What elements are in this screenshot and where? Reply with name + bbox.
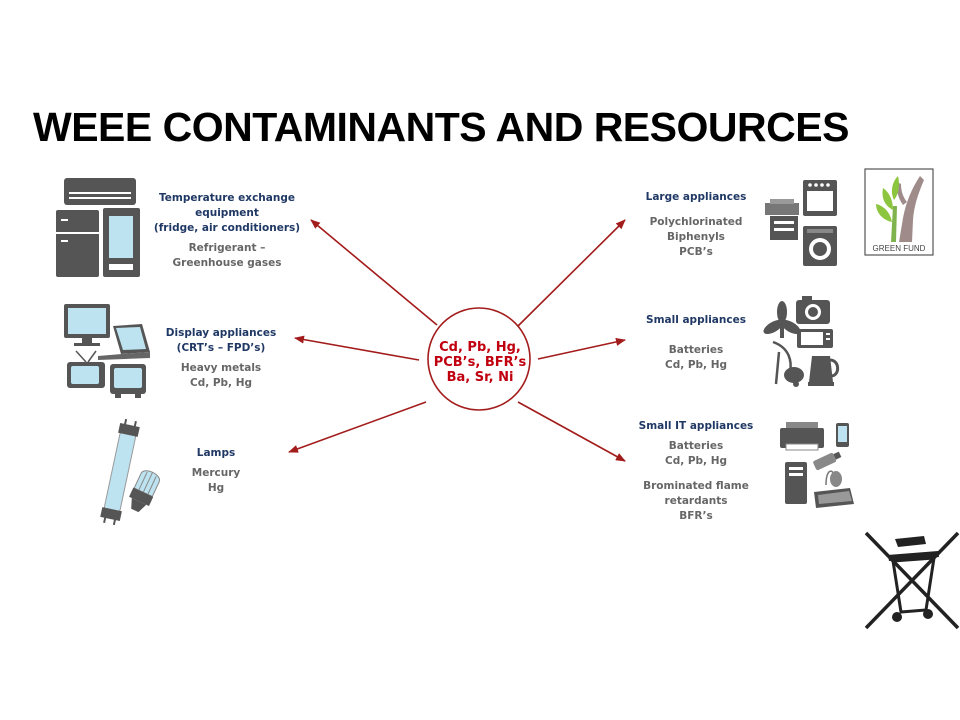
- category-heading: (fridge, air conditioners): [153, 222, 301, 234]
- category-detail: Hg: [207, 482, 225, 494]
- category-display: Display appliances (CRT’s – FPD’s) Heavy…: [157, 326, 285, 391]
- category-heading: equipment: [195, 207, 259, 219]
- logo-label: GREEN FUND: [872, 244, 926, 253]
- category-lamps: Lamps Mercury Hg: [176, 446, 256, 496]
- category-detail: Refrigerant –: [188, 242, 266, 254]
- category-detail: retardants: [664, 495, 728, 507]
- page-title: WEEE CONTAMINANTS AND RESOURCES: [33, 104, 849, 150]
- washing-machine-icon: [803, 226, 837, 266]
- arrow-display: [294, 335, 420, 361]
- microwave-icon: [797, 329, 833, 348]
- center-line: Ba, Sr, Ni: [446, 370, 514, 385]
- cfl-bulb-icon: [129, 470, 160, 513]
- air-conditioner-icon: [64, 178, 136, 205]
- crossed-bin-icon: [864, 531, 960, 630]
- category-smallit: Small IT appliances Batteries Cd, Pb, Hg…: [631, 419, 761, 524]
- crt-tv-icon: [67, 350, 146, 398]
- arrow-smallit: [517, 401, 626, 462]
- category-detail: Cd, Pb, Hg: [664, 359, 728, 371]
- camera-icon: [796, 296, 830, 324]
- oven-icon: [803, 180, 837, 216]
- tree-logo-icon: [864, 168, 934, 256]
- category-detail: Biphenyls: [667, 231, 725, 243]
- vending-machine-icon: [103, 208, 140, 277]
- kettle-icon: [808, 356, 840, 386]
- computer-tower-icon: [785, 462, 807, 504]
- category-heading: (CRT’s – FPD’s): [176, 342, 266, 354]
- fluorescent-tube-icon: [100, 418, 140, 526]
- category-heading: Small IT appliances: [638, 420, 754, 432]
- laptop-icon: [98, 324, 150, 360]
- category-detail: Greenhouse gases: [172, 257, 282, 269]
- center-contaminants: Cd, Pb, Hg, PCB’s, BFR’s Ba, Sr, Ni: [424, 340, 536, 385]
- category-heading: Lamps: [196, 447, 236, 459]
- arrow-lamps: [288, 401, 427, 453]
- center-line: Cd, Pb, Hg,: [439, 340, 521, 355]
- category-heading: Display appliances: [165, 327, 277, 339]
- category-detail: Cd, Pb, Hg: [664, 455, 728, 467]
- center-circle: [427, 307, 531, 411]
- arrow-large: [517, 219, 626, 327]
- monitor-icon: [64, 304, 110, 346]
- arrow-temperature: [310, 219, 438, 326]
- category-heading: Large appliances: [645, 191, 747, 203]
- category-small: Small appliances Batteries Cd, Pb, Hg: [636, 313, 756, 373]
- category-detail: Batteries: [668, 440, 724, 452]
- printer-copier-icon: [765, 199, 799, 240]
- arrow-small: [537, 338, 626, 360]
- smartphone-icon: [836, 423, 849, 447]
- keyboard-icon: [814, 488, 854, 508]
- category-heading: Small appliances: [646, 314, 746, 326]
- category-detail: Heavy metals: [180, 362, 262, 374]
- usb-stick-icon: [813, 451, 842, 471]
- category-detail: BFR’s: [679, 510, 713, 522]
- fridge-icon: [56, 210, 99, 277]
- category-large: Large appliances Polychlorinated Bipheny…: [636, 190, 756, 260]
- fan-icon: [763, 301, 801, 338]
- category-detail: Cd, Pb, Hg: [189, 377, 253, 389]
- category-heading: Temperature exchange: [159, 192, 295, 204]
- printer-icon: [780, 422, 824, 451]
- category-detail: Batteries: [668, 344, 724, 356]
- category-detail: PCB’s: [679, 246, 713, 258]
- category-detail: Mercury: [191, 467, 241, 479]
- vacuum-icon: [772, 340, 804, 387]
- category-detail: Polychlorinated: [649, 216, 743, 228]
- category-detail: Brominated flame: [643, 480, 749, 492]
- center-line: PCB’s, BFR’s: [433, 355, 527, 370]
- category-temperature: Temperature exchange equipment (fridge, …: [152, 191, 302, 271]
- arrows: [288, 219, 626, 462]
- mouse-icon: [825, 470, 842, 487]
